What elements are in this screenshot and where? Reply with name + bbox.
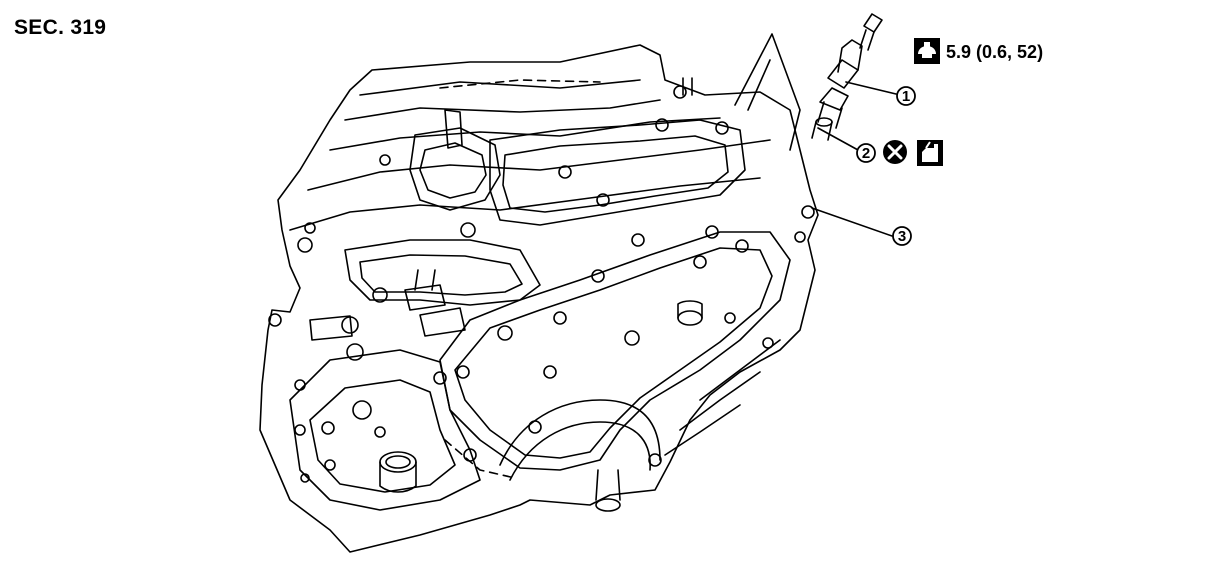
bell-housing-curve [509, 421, 651, 481]
o-ring [811, 117, 833, 141]
bolt-boss [528, 420, 542, 434]
bolt-boss [591, 269, 605, 283]
svg-text:1: 1 [902, 88, 910, 105]
bolt-part [595, 469, 621, 501]
bolt-boss [304, 222, 316, 234]
range-switch [419, 142, 487, 199]
bolt-boss [693, 255, 707, 269]
front-tube [309, 315, 353, 341]
bolt-boss [300, 473, 310, 483]
do-not-reuse-icon [883, 140, 907, 164]
bolt-boss [294, 424, 306, 436]
svg-text:2: 2 [862, 145, 870, 162]
housing-rib [359, 79, 641, 96]
bolt-boss [379, 154, 391, 166]
bolt-boss [801, 205, 815, 219]
housing-rib [329, 117, 721, 151]
breather-tube [682, 77, 693, 96]
bolt-boss [456, 365, 470, 379]
speed-sensor [817, 39, 863, 129]
torque-wrench-icon [914, 38, 940, 64]
bolt-boss [346, 343, 364, 361]
mount-boss [677, 300, 703, 319]
transaxle-housing-outline [259, 44, 819, 553]
side-rib [679, 371, 761, 431]
side-rib [664, 404, 741, 456]
bolt-boss [497, 325, 513, 341]
gasket-line [444, 439, 516, 479]
leader-line-3 [811, 207, 893, 237]
housing-rib [289, 177, 761, 231]
section-code: SEC. 319 [14, 16, 107, 39]
bolt-boss [268, 313, 282, 327]
sensor-mount-line [734, 33, 801, 151]
control-cover [489, 119, 746, 226]
housing-rib [344, 99, 661, 121]
bolt-boss [794, 231, 806, 243]
bolt-boss [294, 379, 306, 391]
callout-1: 1 [896, 86, 916, 106]
leader-line-2 [817, 127, 859, 151]
bolt-boss [724, 312, 736, 324]
bolt-boss [631, 233, 645, 247]
gasket-line [439, 79, 601, 89]
bolt-boss [673, 85, 687, 99]
case-flange [454, 247, 773, 459]
sensor-bolt [859, 13, 883, 51]
control-cover [502, 135, 729, 213]
callout-2: 2 [856, 143, 876, 163]
drain-port [385, 455, 411, 469]
leader-line-1 [845, 81, 897, 95]
bolt-part [595, 498, 621, 512]
bolt-boss [372, 287, 388, 303]
bolt-boss [624, 330, 640, 346]
valve-body [344, 239, 541, 306]
mount-boss [677, 310, 703, 326]
bolt-boss [433, 371, 447, 385]
front-tube [419, 307, 466, 337]
range-switch [409, 127, 501, 211]
breather-tube [414, 269, 436, 291]
bolt-boss [374, 426, 386, 438]
bell-housing-curve [499, 399, 661, 466]
sensor-mount-line [747, 59, 771, 111]
drain-port [379, 461, 417, 493]
housing-rib [307, 139, 771, 191]
apply-fluid-icon [917, 140, 943, 166]
bolt-boss [352, 400, 372, 420]
svg-text:3: 3 [898, 228, 906, 245]
front-tube [404, 284, 446, 311]
bolt-boss [655, 118, 669, 132]
lower-housing [309, 379, 456, 493]
bolt-boss [341, 316, 359, 334]
lower-housing [289, 349, 481, 511]
bolt-boss [460, 222, 476, 238]
bolt-boss [297, 237, 313, 253]
bolt-boss [321, 421, 335, 435]
bolt-boss [705, 225, 719, 239]
bolt-boss [558, 165, 572, 179]
bolt-boss [735, 239, 749, 253]
bolt-boss [543, 365, 557, 379]
bolt-boss [553, 311, 567, 325]
bolt-boss [324, 459, 336, 471]
torque-value: 5.9 (0.6, 52) [946, 42, 1044, 62]
bolt-boss [648, 453, 662, 467]
side-rib [699, 339, 781, 401]
case-body [439, 231, 791, 471]
valve-body [359, 254, 523, 296]
bolt-boss [596, 193, 610, 207]
bolt-boss [715, 121, 729, 135]
callout-3: 3 [892, 226, 912, 246]
selector-lever [444, 109, 463, 149]
